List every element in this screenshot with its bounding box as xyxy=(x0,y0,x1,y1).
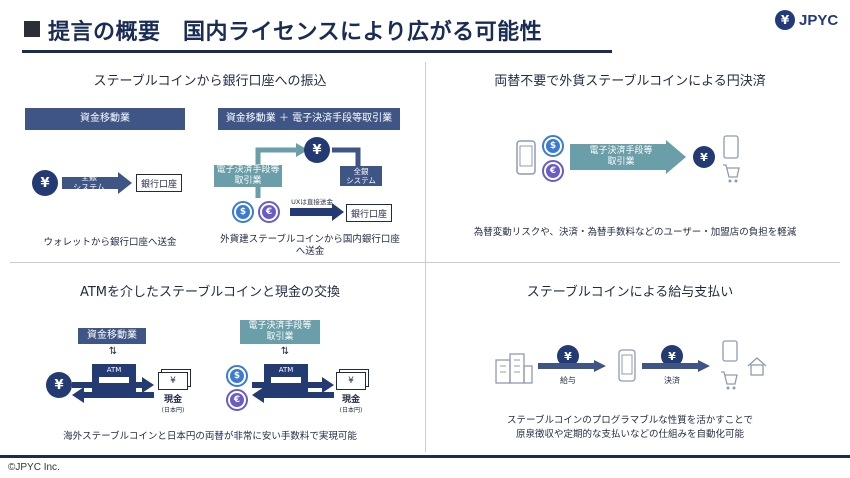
tr-caption: 為替変動リスクや、決済・為替手数料などのユーザー・加盟店の負担を軽減 xyxy=(473,227,797,238)
panel-tr-title: 両替不要で外貨ステーブルコインによる円決済 xyxy=(494,74,766,89)
vertical-divider xyxy=(425,62,426,452)
yen-coin-icon: ¥ xyxy=(304,137,330,163)
dollar-coin-icon: $ xyxy=(232,201,254,223)
tl-ux-note: UXは直接送金 xyxy=(291,198,333,206)
jpyc-logo: ¥ JPYC xyxy=(775,10,838,30)
panel-bl-title: ATMを介したステーブルコインと現金の交換 xyxy=(79,285,340,300)
title-underline xyxy=(22,50,612,53)
yen-coin-icon: ¥ xyxy=(32,170,58,196)
tl-bank1-box: 銀行口座 xyxy=(136,174,182,192)
title-bullet-icon xyxy=(24,21,40,37)
yen-coin-icon: ¥ xyxy=(46,372,72,398)
bl-cash-sub2: (日本円) xyxy=(339,407,363,414)
br-salary-arrow xyxy=(538,360,606,372)
bl-cash-label: 現金 xyxy=(163,395,182,405)
tl-caption-left: ウォレットから銀行口座へ送金 xyxy=(43,237,177,248)
bl-right-header: 電子決済手段等 取引業 xyxy=(240,320,320,344)
shopping-cart-icon xyxy=(721,340,738,390)
logo-text: JPYC xyxy=(799,11,839,29)
dollar-coin-icon: $ xyxy=(226,365,248,387)
tl-zengin2-box: 全銀 システム xyxy=(340,166,382,186)
cash-icon: ¥ xyxy=(336,372,366,390)
house-icon xyxy=(747,357,767,376)
panel-tl-title: ステーブルコインから銀行口座への振込 xyxy=(93,74,327,89)
euro-coin-icon: € xyxy=(226,389,248,411)
tl-left-header: 資金移動業 xyxy=(25,108,185,130)
euro-coin-icon: € xyxy=(542,160,564,182)
bl-left-header: 資金移動業 xyxy=(78,328,146,344)
tl-left-arrow xyxy=(62,172,132,194)
tl-caption-right: 外貨建ステーブルコインから国内銀行口座 へ送金 xyxy=(220,234,400,257)
yen-coin-icon: ¥ xyxy=(693,146,715,168)
smartphone-icon xyxy=(516,140,536,175)
tl-zengin1-label: 全銀 システム xyxy=(73,173,105,192)
building-icon xyxy=(495,353,533,384)
tl-bank2-box: 銀行口座 xyxy=(346,204,392,222)
euro-coin-icon: € xyxy=(258,201,280,223)
cash-icon: ¥ xyxy=(158,372,188,390)
horizontal-divider xyxy=(10,262,840,263)
yen-coin-icon: ¥ xyxy=(661,345,683,367)
bl-cash-sub: (日本円) xyxy=(161,407,185,414)
page-title: 提言の概要 国内ライセンスにより広がる可能性 xyxy=(48,20,543,45)
jpyc-logo-icon: ¥ xyxy=(775,10,795,30)
tr-teal-label: 電子決済手段等 取引業 xyxy=(589,146,653,167)
smartphone-icon xyxy=(618,349,636,382)
atm-icon: ATM xyxy=(264,364,308,394)
bl-cash-label2: 現金 xyxy=(341,395,360,405)
atm-icon: ATM xyxy=(92,364,136,394)
br-settle-arrow xyxy=(642,360,710,372)
br-caption: ステーブルコインのプログラマブルな性質を活かすことで 原泉徴収や定期的な支払いな… xyxy=(507,415,753,440)
header: 提言の概要 国内ライセンスにより広がる可能性 ¥ JPYC xyxy=(0,0,850,54)
copyright: ©JPYC Inc. xyxy=(8,462,60,473)
tl-right-header: 資金移動業 ＋ 電子決済手段等取引業 xyxy=(218,108,400,130)
bl-caption: 海外ステーブルコインと日本円の両替が非常に安い手数料で実現可能 xyxy=(63,431,357,442)
tr-arrow xyxy=(570,140,686,174)
dollar-coin-icon: $ xyxy=(542,135,564,157)
tr-merchant-icons xyxy=(723,135,740,183)
panel-br-title: ステーブルコインによる給与支払い xyxy=(526,285,734,300)
br-settle-label: 決済 xyxy=(664,376,680,385)
exchange-arrows-icon: ⇅ xyxy=(280,346,290,357)
footer-line xyxy=(0,455,850,458)
br-salary-label: 給与 xyxy=(560,376,576,385)
tl-teal-box: 電子決済手段等 取引業 xyxy=(214,165,282,187)
exchange-arrows-icon: ⇅ xyxy=(108,346,118,357)
yen-coin-icon: ¥ xyxy=(557,345,579,367)
